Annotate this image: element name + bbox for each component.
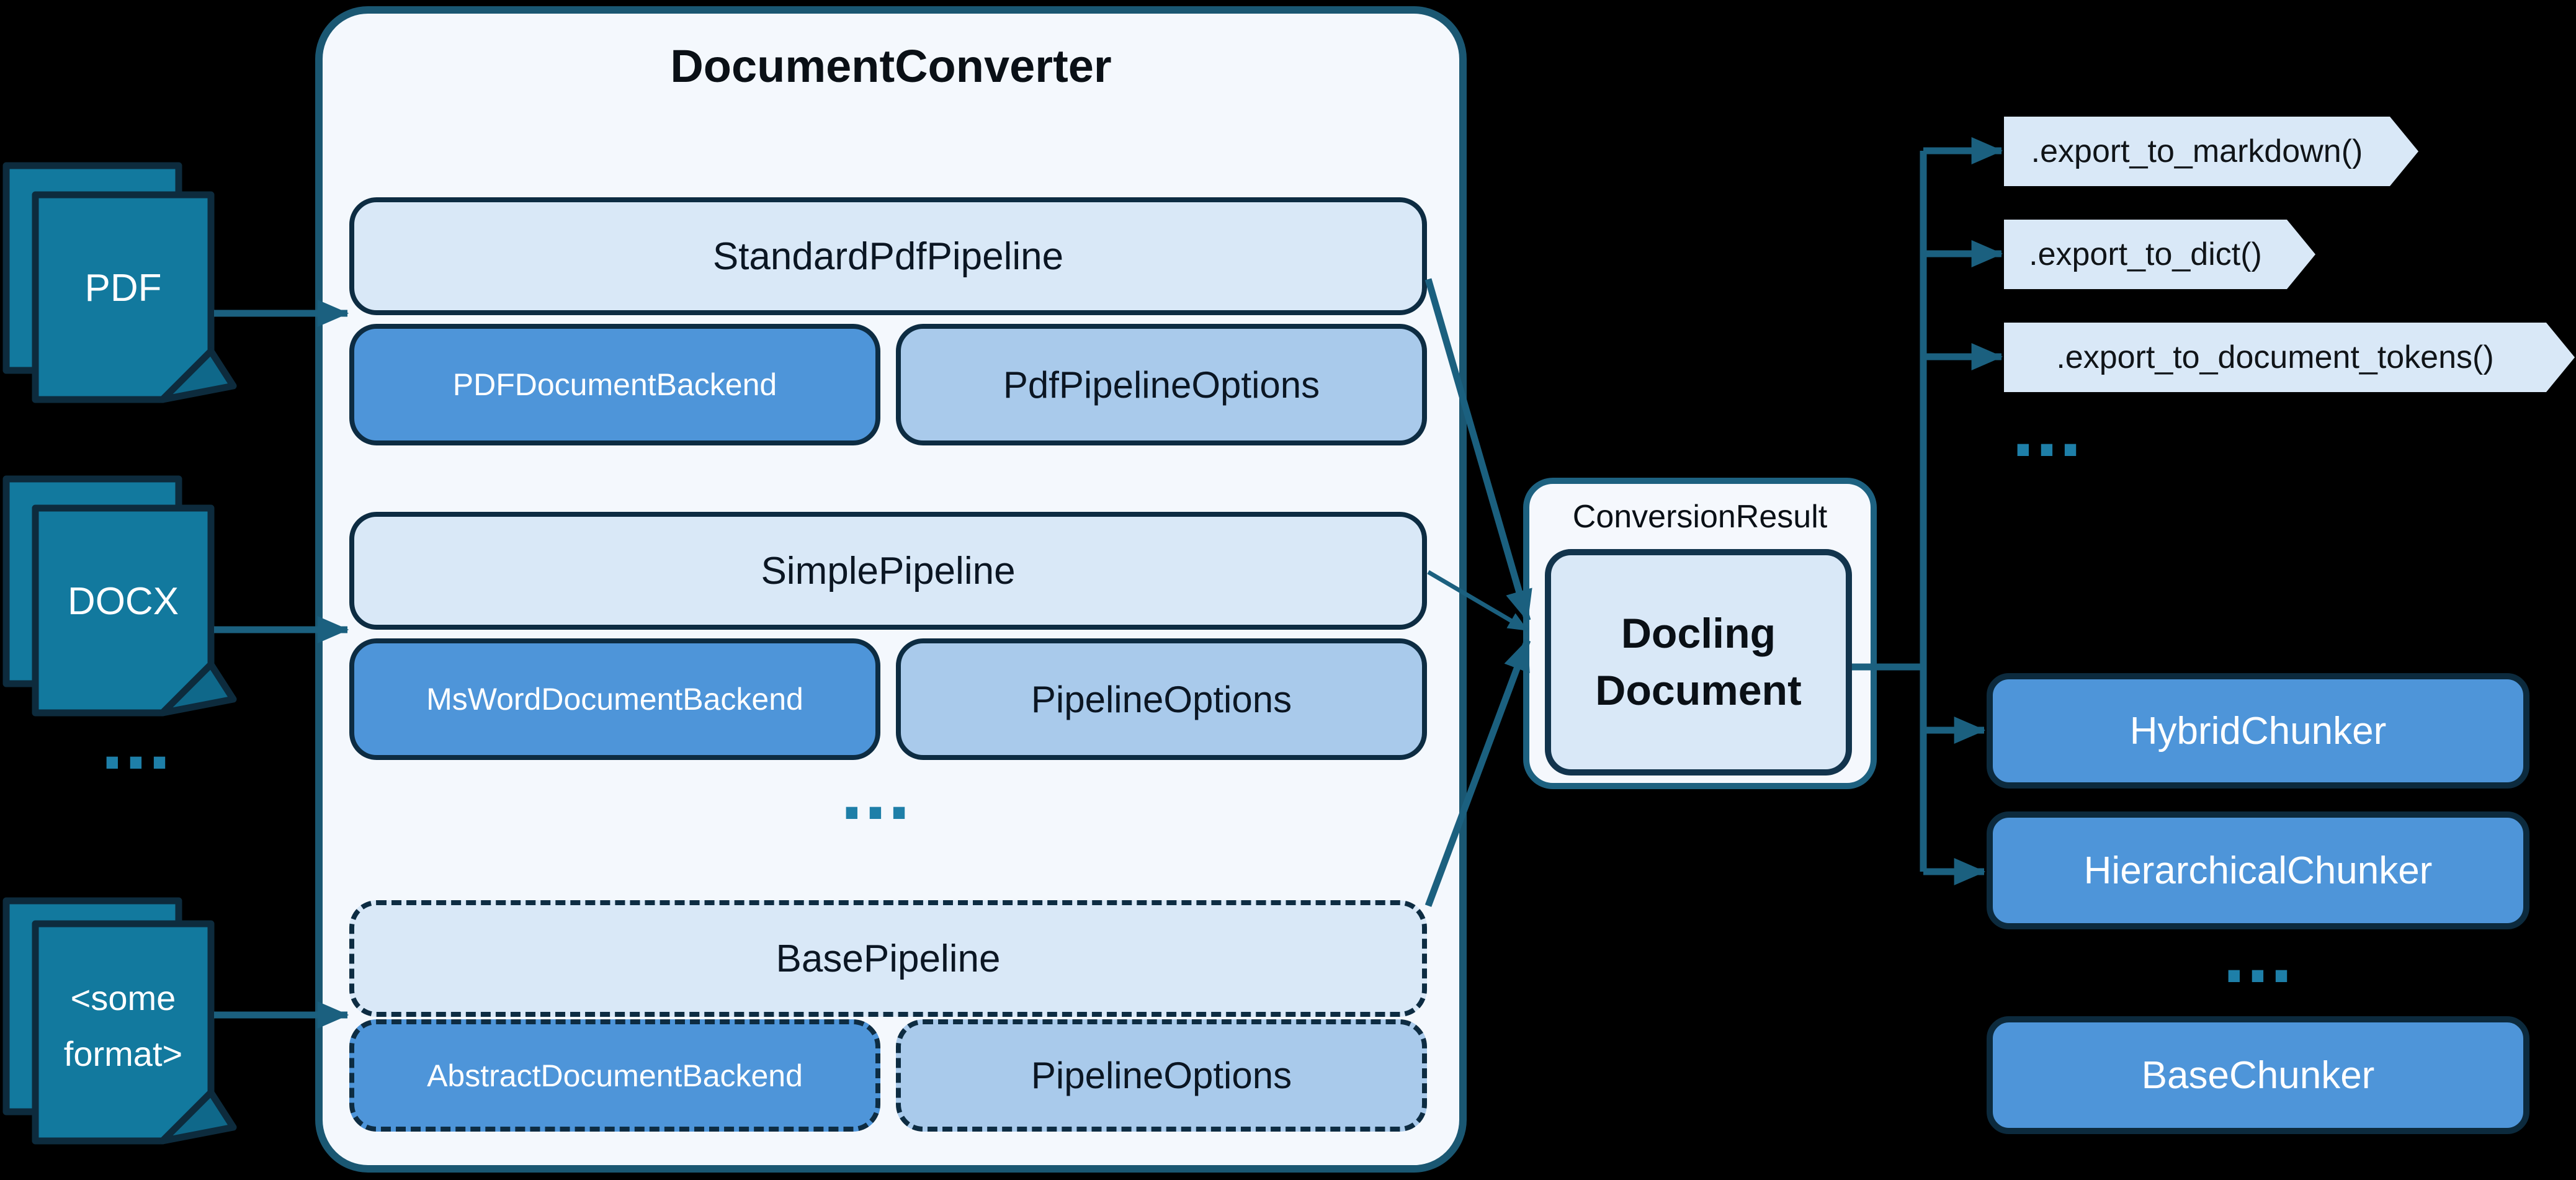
options-pipeline-label: PipelineOptions [1031,678,1292,720]
document-converter-title: DocumentConverter [670,40,1112,92]
conversion-result-label: ConversionResult [1572,499,1828,535]
hybrid-chunker-label: HybridChunker [2129,709,2387,753]
export-to-dict-label: .export_to_dict() [2029,236,2262,272]
pipeline-base: BasePipeline [349,900,1427,1017]
base-chunker-label: BaseChunker [2141,1053,2375,1097]
chunkers-ellipsis: ... [2222,909,2294,999]
options-pdf-pipeline: PdfPipelineOptions [896,324,1427,445]
hybrid-chunker-box: HybridChunker [1987,673,2529,789]
hierarchical-chunker-label: HierarchicalChunker [2083,849,2433,892]
backend-pdf-document-label: PDFDocumentBackend [452,367,777,402]
exports-ellipsis: ... [2011,383,2083,473]
backend-abstract-document: AbstractDocumentBackend [349,1019,880,1132]
pipeline-base-label: BasePipeline [776,937,1001,980]
pipeline-standard-pdf: StandardPdfPipeline [349,197,1427,315]
export-to-markdown-label: .export_to_markdown() [2031,133,2363,169]
options-base-pipeline: PipelineOptions [896,1019,1427,1132]
docling-document-box: Docling Document [1545,549,1852,775]
options-pipeline: PipelineOptions [896,638,1427,760]
converter-ellipsis: ... [840,746,912,836]
backend-msword-document: MsWordDocumentBackend [349,638,880,760]
export-to-document-tokens-tag: .export_to_document_tokens() [2004,323,2575,392]
pipeline-standard-pdf-label: StandardPdfPipeline [712,235,1064,278]
docx-document-label: DOCX [67,579,179,623]
some-format-document-label: <some format> [35,924,211,1129]
options-pdf-pipeline-label: PdfPipelineOptions [1003,364,1320,406]
options-base-pipeline-label: PipelineOptions [1031,1055,1292,1096]
backend-abstract-document-label: AbstractDocumentBackend [427,1058,803,1093]
inputs-ellipsis: ... [101,695,172,786]
export-to-document-tokens-label: .export_to_document_tokens() [2056,339,2494,375]
export-to-markdown-tag: .export_to_markdown() [2004,117,2418,186]
docling-document-line1: Docling [1621,609,1776,657]
pdf-document-label: PDF [84,266,162,310]
hierarchical-chunker-box: HierarchicalChunker [1987,811,2529,929]
export-to-dict-tag: .export_to_dict() [2004,220,2315,289]
docling-document-line2: Document [1595,666,1802,714]
some-format-line1: <some [70,978,176,1018]
backend-pdf-document: PDFDocumentBackend [349,324,880,445]
backend-msword-document-label: MsWordDocumentBackend [426,682,803,717]
base-chunker-box: BaseChunker [1987,1016,2529,1134]
some-format-line2: format> [63,1034,183,1073]
pipeline-simple-label: SimplePipeline [761,549,1016,592]
pipeline-simple: SimplePipeline [349,512,1427,630]
